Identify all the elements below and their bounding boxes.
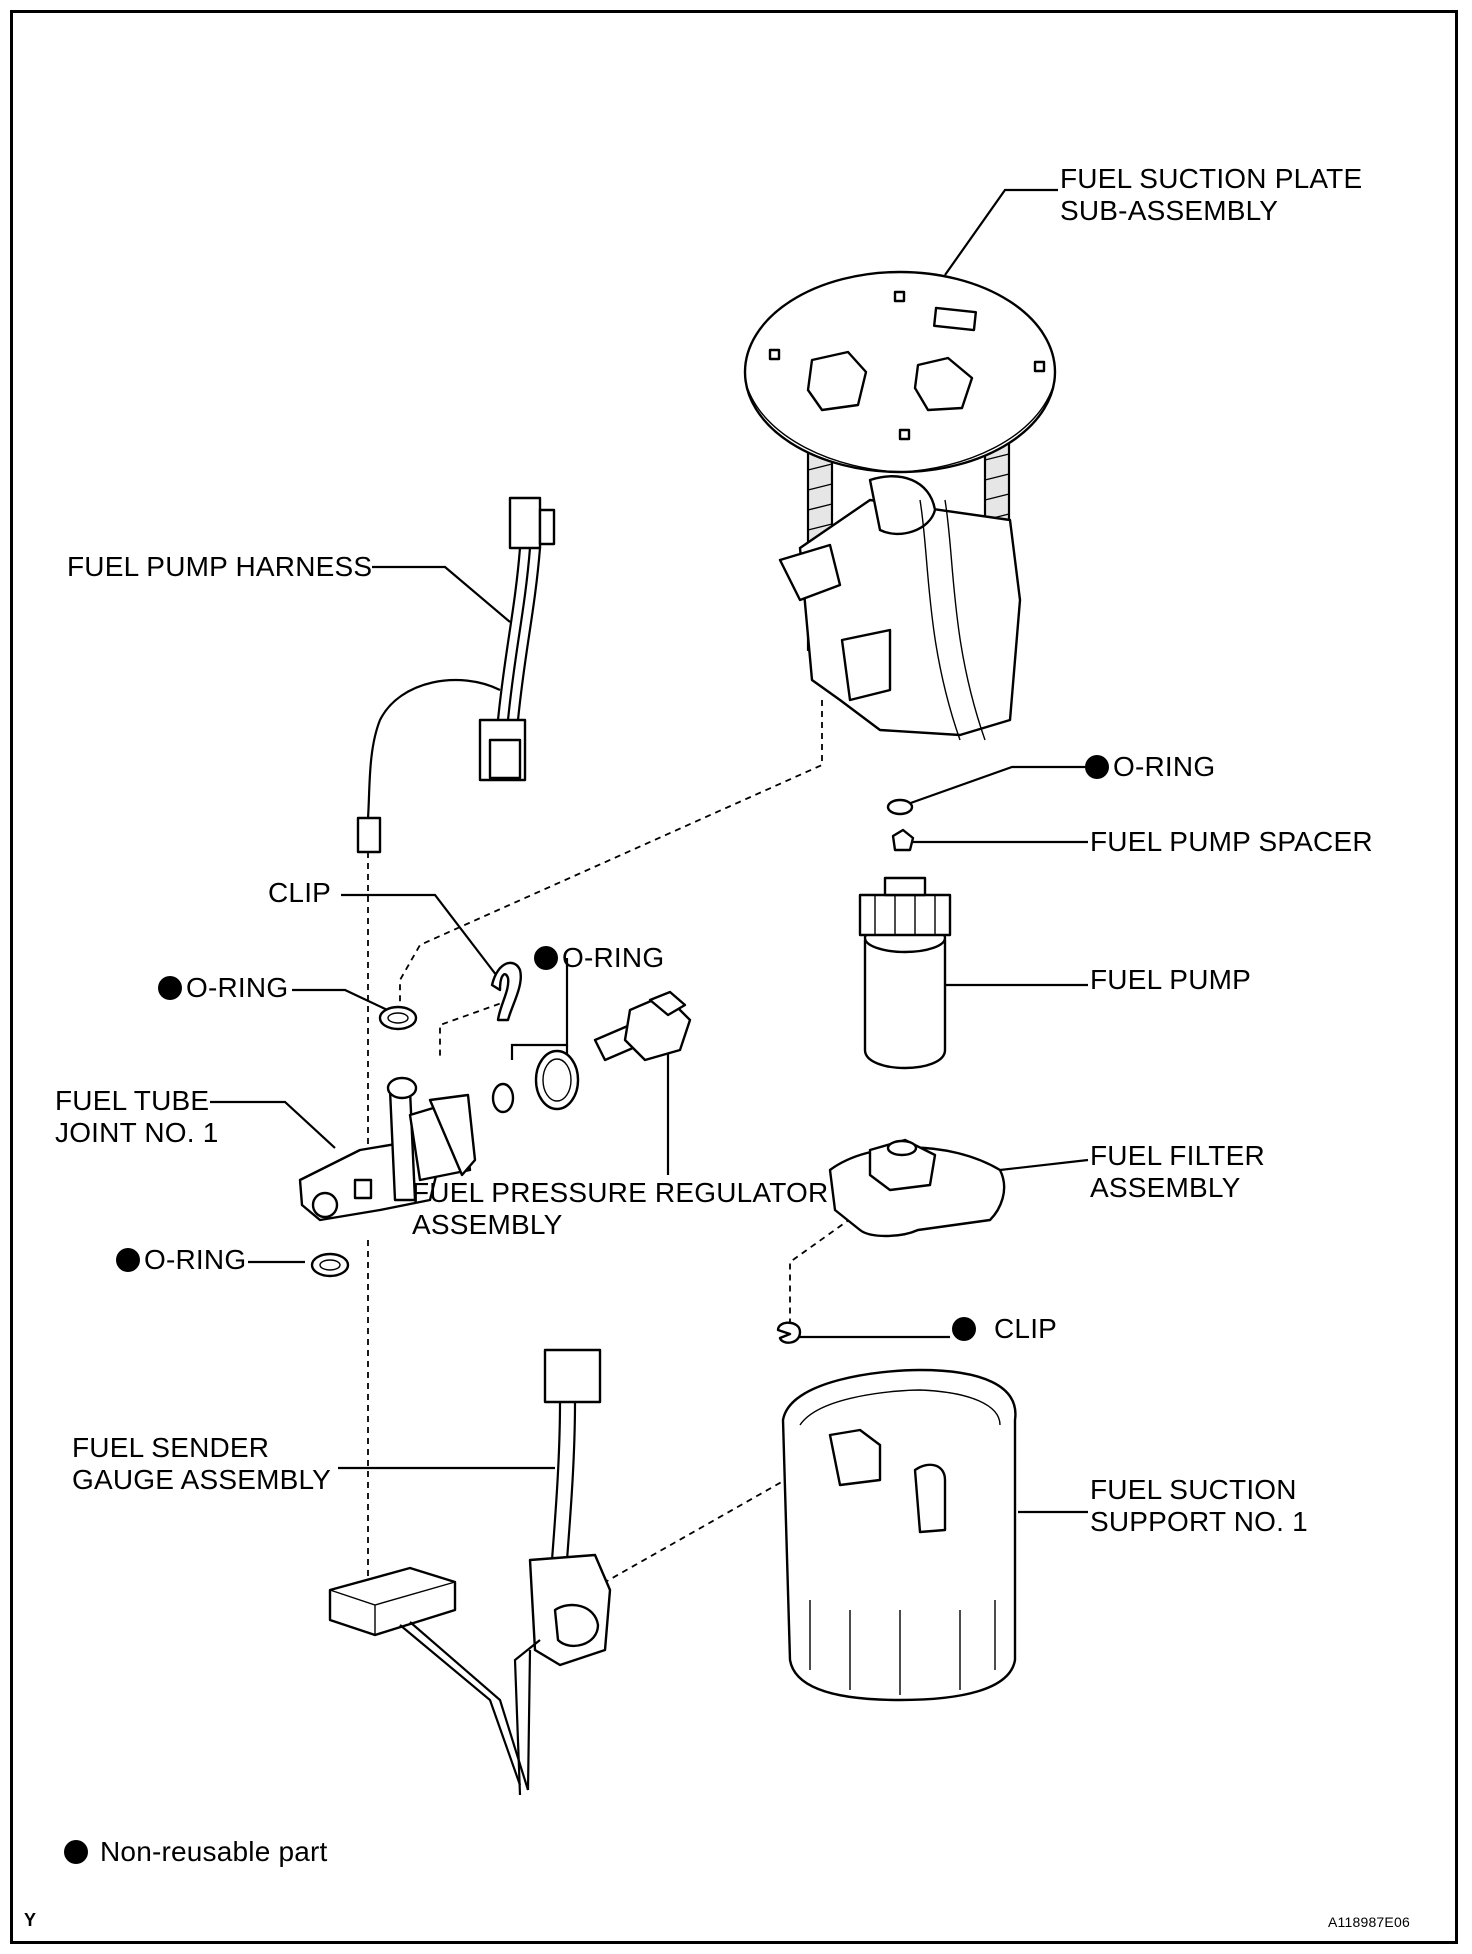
label-fuel-pump: FUEL PUMP — [1090, 964, 1252, 995]
label-clip-top: CLIP — [268, 877, 332, 908]
label-o-ring-mid-text: O-RING — [562, 942, 665, 973]
clip-bottom-drawing — [776, 1321, 802, 1344]
non-reusable-marker-icon — [952, 1317, 976, 1341]
leader-lines — [210, 188, 1089, 1514]
legend: Non-reusable part — [64, 1836, 328, 1868]
non-reusable-marker-icon — [534, 946, 558, 970]
label-o-ring-bottom-text: O-RING — [144, 1244, 247, 1275]
label-fuel-pressure-regulator-line1: FUEL PRESSURE REGULATOR — [412, 1177, 829, 1208]
figure-code: A118987E06 — [1328, 1914, 1410, 1930]
fuel-suction-support-drawing — [781, 1368, 1017, 1702]
pump-spacer-drawing — [886, 798, 915, 852]
label-fuel-tube-joint-line2: JOINT NO. 1 — [55, 1117, 219, 1148]
fuel-suction-plate-drawing — [743, 270, 1057, 741]
label-o-ring-mid: O-RING — [534, 942, 664, 974]
label-clip-bottom-text: CLIP — [994, 1313, 1058, 1344]
fuel-sender-gauge-drawing — [328, 1348, 612, 1796]
label-fuel-pump-spacer: FUEL PUMP SPACER — [1090, 826, 1373, 857]
label-fuel-sender-gauge-line2: GAUGE ASSEMBLY — [72, 1464, 332, 1495]
fuel-filter-drawing — [828, 1138, 1006, 1238]
label-o-ring-bottom: O-RING — [116, 1244, 246, 1276]
legend-text: Non-reusable part — [100, 1836, 328, 1867]
non-reusable-marker-icon — [64, 1840, 88, 1864]
label-fuel-suction-support-line2: SUPPORT NO. 1 — [1090, 1506, 1308, 1537]
label-fuel-pressure-regulator-line2: ASSEMBLY — [412, 1209, 563, 1240]
non-reusable-marker-icon — [116, 1248, 140, 1272]
label-fuel-filter-line1: FUEL FILTER — [1090, 1140, 1265, 1171]
o-ring-and-clip-drawings — [310, 961, 580, 1278]
fuel-pump-drawing — [858, 876, 952, 1070]
footer-left-mark: Y — [24, 1910, 37, 1930]
label-fuel-tube-joint-line1: FUEL TUBE — [55, 1085, 210, 1116]
diagram-border — [10, 10, 1458, 1944]
non-reusable-marker-icon — [1085, 755, 1109, 779]
label-fuel-filter-line2: ASSEMBLY — [1090, 1172, 1241, 1203]
label-fuel-suction-support-line1: FUEL SUCTION — [1090, 1474, 1297, 1505]
label-o-ring-left: O-RING — [158, 972, 288, 1004]
non-reusable-marker-icon — [158, 976, 182, 1000]
label-fuel-sender-gauge-line1: FUEL SENDER — [72, 1432, 270, 1463]
label-o-ring-right-text: O-RING — [1113, 751, 1216, 782]
label-fuel-suction-plate-line2: SUB-ASSEMBLY — [1060, 195, 1279, 226]
label-o-ring-right: O-RING — [1085, 751, 1215, 783]
label-clip-bottom: CLIP — [952, 1313, 1057, 1345]
label-fuel-suction-plate-line1: FUEL SUCTION PLATE — [1060, 163, 1363, 194]
fuel-tube-joint-drawing — [298, 1076, 477, 1222]
fuel-pump-harness-drawing — [356, 496, 556, 854]
fuel-pressure-regulator-drawing — [593, 990, 692, 1062]
label-fuel-pump-harness: FUEL PUMP HARNESS — [67, 551, 373, 582]
label-o-ring-left-text: O-RING — [186, 972, 289, 1003]
